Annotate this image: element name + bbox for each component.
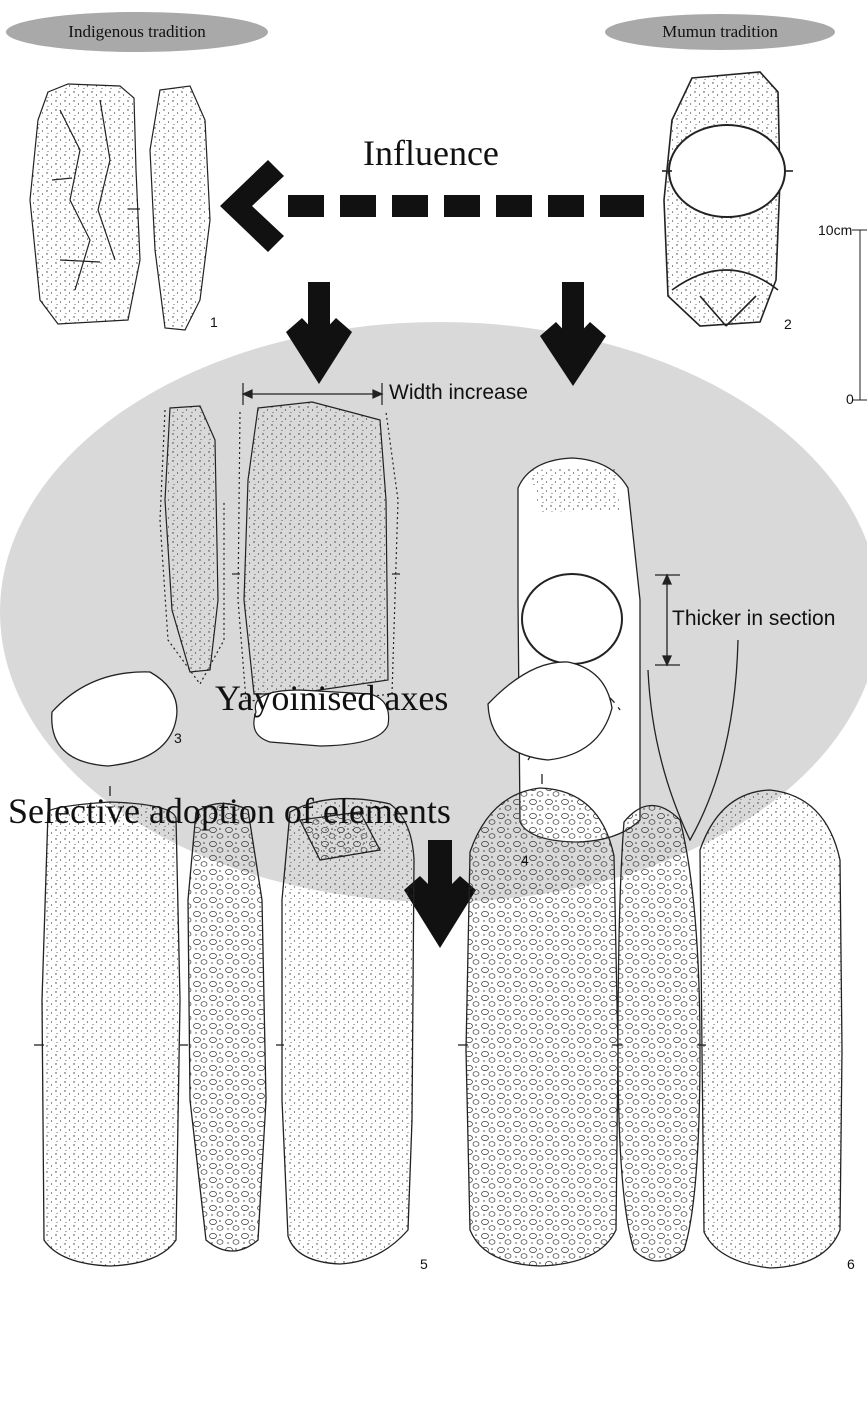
figure-number-1: 1 [210,314,218,330]
artifact-1-drawing [30,84,210,330]
scale-bar [852,230,867,400]
figure-number-2: 2 [784,316,792,332]
thicker-in-section-label: Thicker in section [672,607,835,631]
width-increase-label: Width increase [389,381,528,405]
selective-adoption-label: Selective adoption of elements [8,790,451,832]
indigenous-tradition-pill: Indigenous tradition [6,12,268,52]
yayoinised-axes-label: Yayoinised axes [215,677,448,719]
indigenous-tradition-label: Indigenous tradition [68,22,205,42]
mumun-tradition-pill: Mumun tradition [605,14,835,50]
figure-number-3: 3 [174,730,182,746]
mumun-tradition-label: Mumun tradition [662,22,778,42]
figure-number-6: 6 [847,1256,855,1272]
scale-label-0: 0 [846,391,854,407]
scale-label-10cm: 10cm [818,222,852,238]
influence-label: Influence [363,132,499,174]
figure-number-4: 4 [521,852,529,868]
artifact-2-drawing [662,72,793,326]
figure-number-5: 5 [420,1256,428,1272]
